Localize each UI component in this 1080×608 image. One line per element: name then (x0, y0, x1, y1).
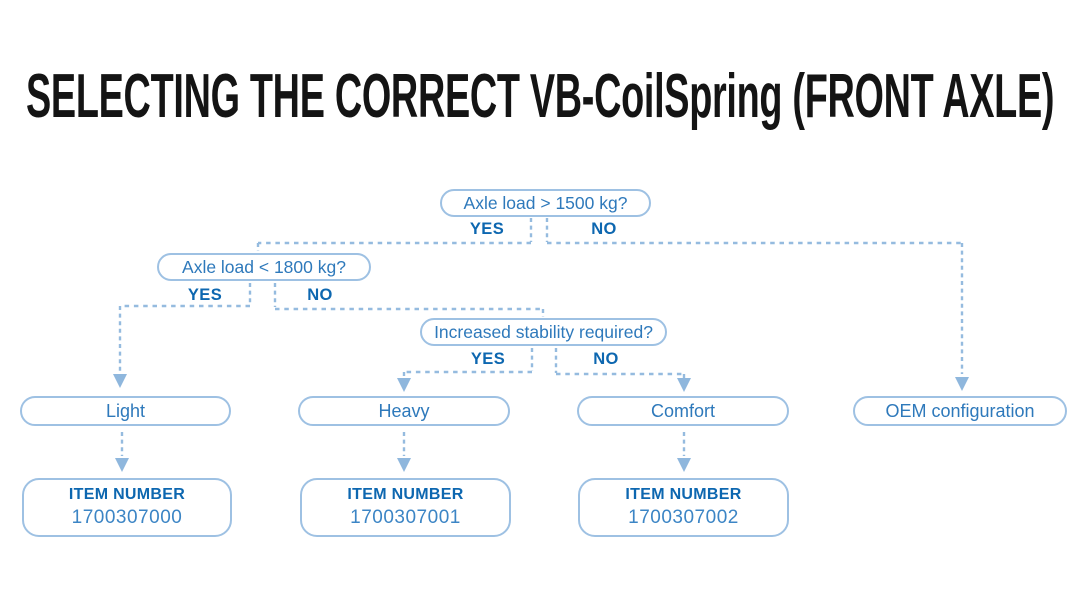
branch-label-no: NO (591, 220, 617, 238)
item-number-heading: ITEM NUMBER (625, 486, 742, 503)
decision-box-axle-load-1500: Axle load > 1500 kg? (440, 189, 651, 217)
arrow-down-icon (677, 378, 691, 392)
outcome-label: Comfort (650, 400, 715, 421)
outcome-box-oem-configuration: OEM configuration (853, 396, 1067, 426)
outcome-label: Light (105, 400, 146, 421)
decision-question: Axle load < 1800 kg? (182, 256, 346, 277)
item-number-value: 1700307002 (628, 507, 739, 528)
item-number-value: 1700307001 (350, 507, 461, 528)
item-number-box-comfort: ITEM NUMBER 1700307002 (578, 478, 789, 537)
outcome-label: OEM configuration (885, 400, 1035, 421)
branch-label-yes: YES (187, 286, 223, 304)
item-number-value: 1700307000 (71, 507, 183, 528)
item-number-box-light: ITEM NUMBER 1700307000 (22, 478, 232, 537)
item-number-heading: ITEM NUMBER (68, 486, 186, 503)
branch-label-no: NO (593, 350, 619, 368)
decision-box-increased-stability: Increased stability required? (420, 318, 667, 346)
outcome-box-comfort: Comfort (577, 396, 789, 426)
arrow-down-icon (677, 458, 691, 472)
decision-question: Increased stability required? (434, 321, 653, 342)
arrow-down-icon (955, 377, 969, 391)
branch-label-yes: YES (470, 350, 506, 368)
decision-box-axle-load-1800: Axle load < 1800 kg? (157, 253, 371, 281)
dashed-connector-lines (118, 218, 964, 456)
page-title: SELECTING THE CORRECT VB-CoilSpring (FRO… (26, 62, 1055, 131)
arrow-down-icon (115, 458, 129, 472)
outcome-label: Heavy (378, 400, 430, 421)
arrow-down-icon (397, 458, 411, 472)
branch-label-no: NO (307, 286, 333, 304)
branch-label-yes: YES (469, 220, 505, 238)
arrowheads (113, 374, 969, 472)
outcome-box-heavy: Heavy (298, 396, 510, 426)
arrow-down-icon (397, 378, 411, 392)
decision-question: Axle load > 1500 kg? (463, 192, 628, 213)
item-number-box-heavy: ITEM NUMBER 1700307001 (300, 478, 511, 537)
item-number-heading: ITEM NUMBER (347, 486, 464, 503)
arrow-down-icon (113, 374, 127, 388)
outcome-box-light: Light (20, 396, 231, 426)
